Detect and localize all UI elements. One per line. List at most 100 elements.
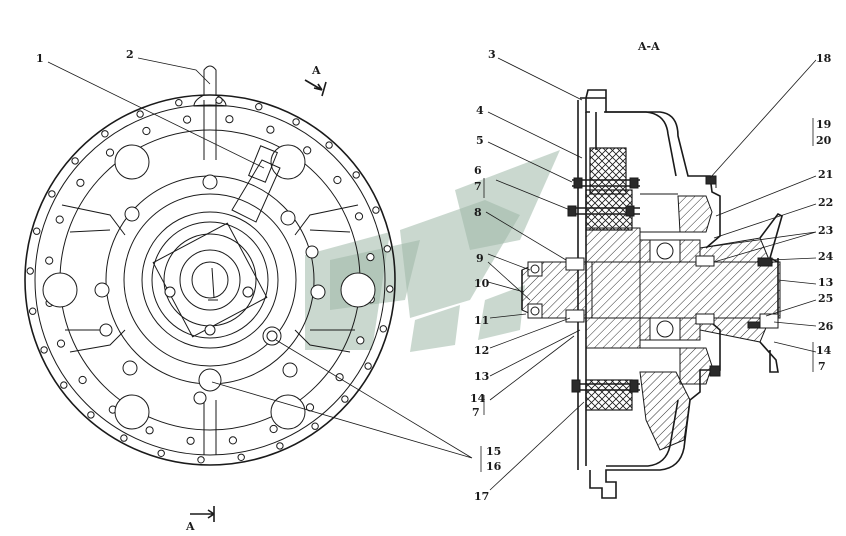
- bolt-hole: [269, 424, 278, 434]
- callout-3: 3: [488, 48, 496, 61]
- callout-1: 1: [36, 52, 44, 65]
- callout-15: 15: [486, 445, 501, 458]
- callout-7b: 7: [472, 406, 480, 419]
- callout-5: 5: [476, 134, 484, 147]
- bolt-hole: [354, 212, 364, 221]
- watermark-logo: [305, 150, 560, 352]
- rubber-ring-upper: [589, 147, 627, 195]
- callout-7a: 7: [474, 180, 482, 193]
- bolt-hole: [303, 146, 312, 155]
- lightening-holes: [42, 144, 376, 430]
- bolt-hole: [228, 436, 237, 445]
- callout-2: 2: [126, 48, 134, 61]
- rim-bolt-holes: [26, 96, 394, 464]
- callout-11: 11: [474, 314, 489, 327]
- spokes: [61, 100, 359, 455]
- bolt-hole: [71, 157, 79, 165]
- callout-23: 23: [818, 224, 833, 237]
- callout-17: 17: [474, 490, 489, 503]
- bolt-hole: [333, 175, 342, 185]
- bolt-hole: [352, 171, 360, 179]
- center-bore: [191, 261, 229, 299]
- bolt-hole: [197, 456, 205, 464]
- callout-24: 24: [818, 250, 834, 263]
- svg-text:A: A: [311, 64, 321, 77]
- bolt-hole: [142, 126, 151, 136]
- bolt-hole: [48, 190, 56, 198]
- top-lug: [193, 65, 227, 107]
- callout-labels: 1 2 A-A 3 4 5 6 7 8 9 10 11 12 13 14 7 1…: [36, 40, 834, 503]
- bolt-hole: [78, 375, 87, 385]
- section-mark-bottom: A: [185, 506, 215, 533]
- bolt-hole: [175, 99, 183, 107]
- bolt-hole: [120, 434, 128, 442]
- bolt-hole: [379, 325, 387, 333]
- bolt-hole: [292, 118, 300, 126]
- svg-text:A: A: [185, 520, 195, 533]
- bolt-hole: [157, 449, 165, 457]
- bolt-hole: [366, 253, 375, 262]
- bolt-hole: [87, 411, 95, 419]
- leader-lines: [47, 57, 817, 491]
- callout-6: 6: [474, 164, 482, 177]
- bolt-hole: [29, 307, 37, 315]
- bolt-hole: [56, 339, 66, 348]
- front-view: [24, 65, 396, 466]
- section-title: A-A: [637, 40, 660, 53]
- bolt-hole: [136, 110, 144, 118]
- rubber-ring-lower: [585, 189, 633, 231]
- section-mark-top: A: [304, 64, 327, 97]
- clamp: [248, 145, 278, 183]
- callout-26: 26: [818, 320, 834, 333]
- hub-bolts: [94, 174, 326, 405]
- section-view: [521, 89, 783, 499]
- bolt-hole: [266, 125, 275, 134]
- bolt-hole: [145, 426, 154, 435]
- bolt-hole: [33, 227, 41, 235]
- callout-22: 22: [818, 196, 833, 209]
- shaft: [521, 261, 781, 319]
- callout-4: 4: [476, 104, 484, 117]
- callout-14a: 14: [470, 392, 486, 405]
- bolt-hole: [105, 148, 115, 157]
- callout-14b: 14: [816, 344, 832, 357]
- bolt-hole: [237, 453, 245, 461]
- bolt-hole: [40, 346, 48, 354]
- callout-12: 12: [474, 344, 489, 357]
- bolt-hole: [325, 141, 333, 149]
- left-bearings: [527, 257, 585, 323]
- callout-13b: 13: [818, 276, 833, 289]
- callout-20: 20: [816, 134, 832, 147]
- callout-16: 16: [486, 460, 502, 473]
- bolt-hole: [186, 436, 195, 445]
- bolt-hole: [26, 267, 34, 275]
- bolt-hole: [183, 115, 192, 124]
- right-bearings: [649, 239, 715, 341]
- bolt-hole: [55, 215, 64, 224]
- callout-18: 18: [816, 52, 832, 65]
- bolt-hole: [372, 206, 380, 214]
- callout-21: 21: [818, 168, 833, 181]
- callout-9: 9: [476, 252, 484, 265]
- bolt-hole: [383, 245, 391, 253]
- callout-13a: 13: [474, 370, 489, 383]
- callout-25: 25: [818, 292, 833, 305]
- bolt-hole: [386, 285, 394, 293]
- bolt-hole: [276, 442, 284, 450]
- bolt-hole: [76, 178, 85, 187]
- bolt-hole: [255, 103, 263, 111]
- bolt-hole: [356, 336, 365, 345]
- callout-10: 10: [474, 277, 490, 290]
- bolt-hole: [341, 395, 349, 403]
- outer-rim: [24, 94, 396, 466]
- bolt-hole: [45, 256, 54, 265]
- bolt-hole: [60, 381, 68, 389]
- callout-7c: 7: [818, 360, 826, 373]
- bolt-hole: [225, 115, 234, 124]
- mid-bolt-holes: [45, 115, 375, 445]
- callout-19: 19: [816, 118, 831, 131]
- callout-8: 8: [474, 206, 482, 219]
- bolt-hole: [311, 422, 319, 430]
- bolt-hole: [364, 362, 372, 370]
